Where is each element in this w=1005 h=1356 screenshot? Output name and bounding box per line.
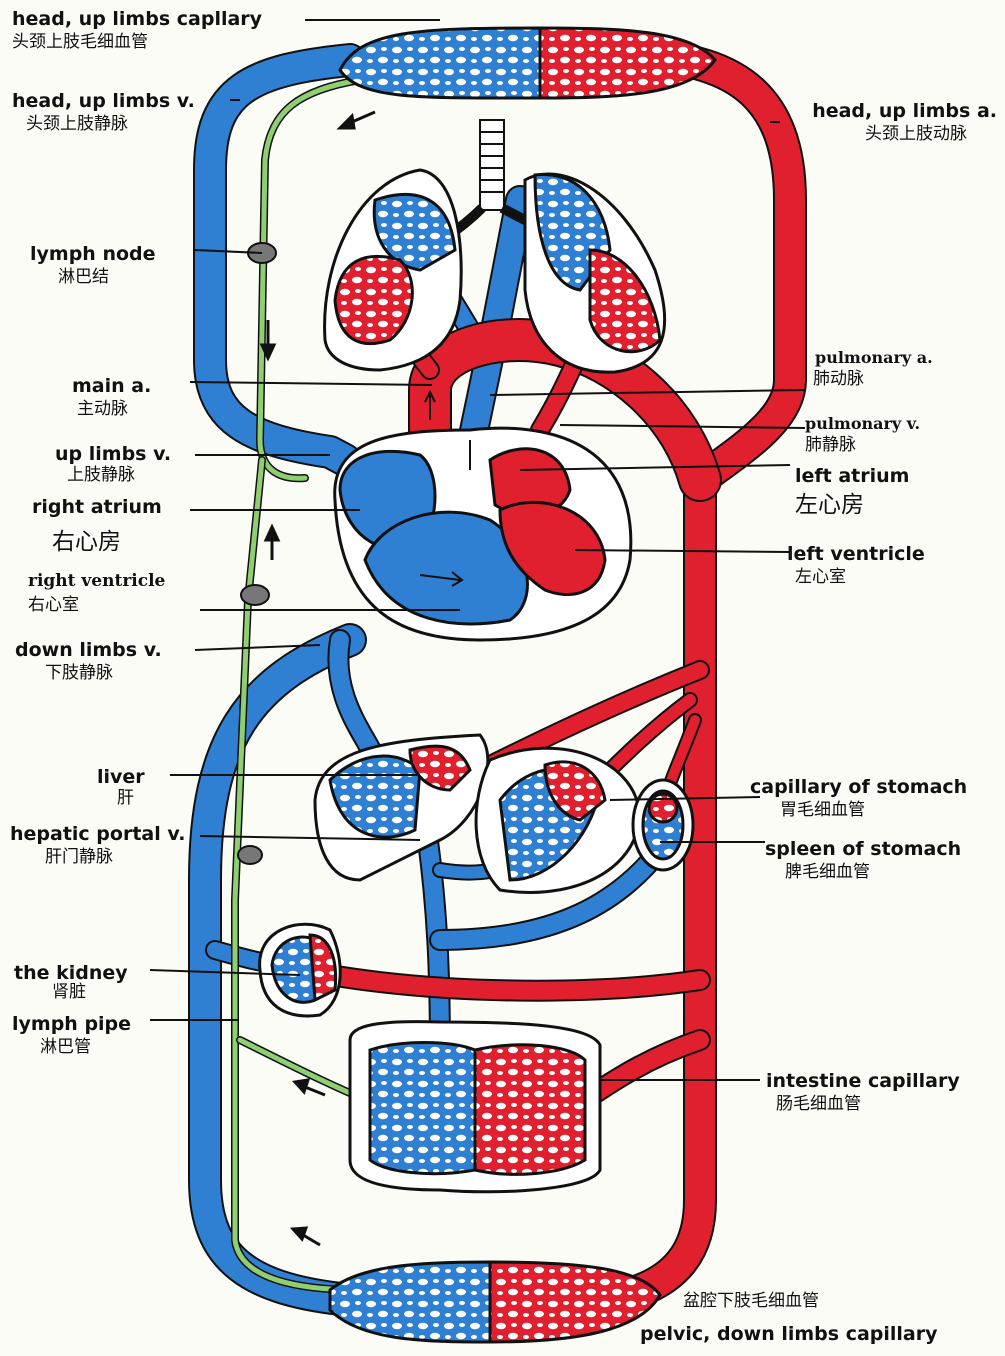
label-liver: liver 肝 <box>97 768 145 808</box>
liver-organ <box>315 735 488 880</box>
kidney-organ <box>260 924 341 1016</box>
label-right-atrium-zh: 右心房 <box>52 530 162 554</box>
label-spleen-stomach-en: spleen of stomach <box>765 840 961 860</box>
label-kidney: the kidney 肾脏 <box>14 964 128 1002</box>
label-up-limbs-vein: up limbs v. 上肢静脉 <box>55 445 171 485</box>
label-kidney-en: the kidney <box>14 964 128 984</box>
label-hepatic-portal: hepatic portal v. 肝门静脉 <box>10 825 185 867</box>
label-pulmonary-vein-zh: 肺静脉 <box>805 437 920 455</box>
label-lymph-pipe: lymph pipe 淋巴管 <box>12 1015 131 1057</box>
label-liver-zh: 肝 <box>117 790 145 808</box>
label-pelvic-capillary-en-line: pelvic, down limbs capillary <box>640 1325 938 1345</box>
label-spleen-stomach: spleen of stomach 脾毛细血管 <box>765 840 961 882</box>
label-capillary-stomach-zh: 胃毛细血管 <box>780 802 967 820</box>
label-intestine-capillary-zh: 肠毛细血管 <box>776 1096 960 1114</box>
label-hepatic-portal-en: hepatic portal v. <box>10 825 185 845</box>
label-down-limbs-vein: down limbs v. 下肢静脉 <box>15 641 162 683</box>
label-pelvic-capillary-en: pelvic, down limbs capillary <box>640 1325 938 1345</box>
label-right-atrium-en: right atrium <box>32 498 162 518</box>
label-capillary-stomach: capillary of stomach 胃毛细血管 <box>750 778 967 820</box>
label-left-atrium-en: left atrium <box>795 467 909 487</box>
label-lymph-node-en: lymph node <box>30 245 156 265</box>
label-head-veins-zh: 头颈上肢静脉 <box>26 116 195 134</box>
label-right-atrium: right atrium 右心房 <box>32 498 162 554</box>
label-hepatic-portal-zh: 肝门静脉 <box>45 849 185 867</box>
label-right-ventricle: right ventricle 右心室 <box>28 573 165 615</box>
label-left-ventricle: left ventricle 左心室 <box>787 545 925 587</box>
label-spleen-stomach-zh: 脾毛细血管 <box>785 864 961 882</box>
intestine-organ <box>350 1022 600 1192</box>
label-up-limbs-vein-zh: 上肢静脉 <box>67 467 171 485</box>
stomach-organ <box>476 748 640 892</box>
label-lymph-node-zh: 淋巴结 <box>58 269 156 287</box>
label-left-atrium: left atrium 左心房 <box>795 467 909 517</box>
left-lung <box>525 174 665 372</box>
label-head-arteries: head, up limbs a. 头颈上肢动脉 <box>812 102 997 144</box>
label-lymph-pipe-zh: 淋巴管 <box>40 1039 131 1057</box>
label-left-ventricle-en: left ventricle <box>787 545 925 565</box>
label-down-limbs-vein-zh: 下肢静脉 <box>45 665 162 683</box>
label-right-ventricle-en: right ventricle <box>28 573 165 591</box>
label-main-artery-en: main a. <box>72 377 151 397</box>
lymph-node-3 <box>238 846 262 864</box>
label-head-arteries-zh: 头颈上肢动脉 <box>812 126 967 144</box>
trachea <box>445 120 535 238</box>
label-pulmonary-vein-en: pulmonary v. <box>805 416 920 433</box>
label-pulmonary-vein: pulmonary v. 肺静脉 <box>805 416 920 455</box>
label-left-atrium-zh: 左心房 <box>795 493 909 517</box>
label-pulmonary-artery: pulmonary a. 肺动脉 <box>815 350 933 389</box>
label-up-limbs-vein-en: up limbs v. <box>55 445 171 465</box>
label-capillary-stomach-en: capillary of stomach <box>750 778 967 798</box>
heart <box>335 392 631 640</box>
label-lymph-node: lymph node 淋巴结 <box>30 245 156 287</box>
label-pulmonary-artery-zh: 肺动脉 <box>813 371 933 389</box>
label-pelvic-capillary-zh: 盆腔下肢毛细血管 <box>683 1293 819 1311</box>
label-main-artery: main a. 主动脉 <box>72 377 151 419</box>
label-head-veins: head, up limbs v. 头颈上肢静脉 <box>12 92 195 134</box>
head-capillary-bed <box>340 28 715 98</box>
label-head-veins-en: head, up limbs v. <box>12 92 195 112</box>
spleen-organ <box>633 780 693 870</box>
label-liver-en: liver <box>97 768 145 788</box>
label-head-capillary: head, up limbs capllary 头颈上肢毛细血管 <box>12 10 262 52</box>
label-pelvic-capillary-zh-line: 盆腔下肢毛细血管 <box>683 1293 819 1311</box>
label-left-ventricle-zh: 左心室 <box>795 569 925 587</box>
label-head-capillary-zh: 头颈上肢毛细血管 <box>12 34 262 52</box>
label-head-capillary-en: head, up limbs capllary <box>12 10 262 30</box>
label-intestine-capillary-en: intestine capillary <box>766 1072 960 1092</box>
label-pulmonary-artery-en: pulmonary a. <box>815 350 933 367</box>
label-right-ventricle-zh: 右心室 <box>28 597 165 615</box>
label-lymph-pipe-en: lymph pipe <box>12 1015 131 1035</box>
right-lung <box>325 170 462 370</box>
lymph-node-2 <box>241 585 269 605</box>
label-down-limbs-vein-en: down limbs v. <box>15 641 162 661</box>
label-head-arteries-en: head, up limbs a. <box>812 102 997 122</box>
label-main-artery-zh: 主动脉 <box>77 401 151 419</box>
pelvic-capillary-bed <box>330 1262 660 1342</box>
label-kidney-zh: 肾脏 <box>52 984 128 1002</box>
label-intestine-capillary: intestine capillary 肠毛细血管 <box>766 1072 960 1114</box>
